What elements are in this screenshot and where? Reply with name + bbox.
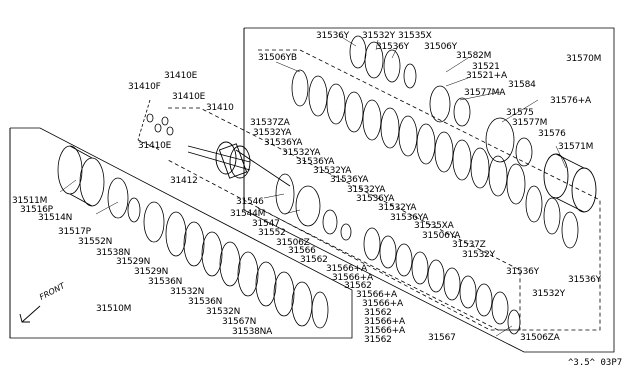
part-label-31536y: 31536Y: [506, 267, 539, 277]
part-label-31410e: 31410E: [138, 141, 172, 151]
part-label-31577ma: 31577MA: [464, 88, 506, 98]
part-label-31535xa: 31535XA: [414, 221, 454, 231]
snap-clips: [146, 113, 174, 136]
leader-lines: [59, 35, 567, 337]
clutch-discs-right: [291, 69, 579, 249]
front-arrow: [19, 305, 41, 323]
part-label-31562: 31562: [344, 281, 372, 291]
part-label-31536n: 31536N: [148, 277, 183, 287]
outline-right-assembly: [243, 27, 615, 353]
outline-right-inner-dashed: [257, 49, 601, 331]
part-label-31536ya: 31536YA: [264, 138, 303, 148]
part-label-31532y: 31532Y: [362, 31, 395, 41]
shaft-assembly: [187, 141, 291, 187]
part-label-31567n: 31567N: [222, 317, 257, 327]
part-label-31536n: 31536N: [188, 297, 223, 307]
part-label-31532ya: 31532YA: [313, 166, 352, 176]
part-label-31506ya: 31506YA: [422, 231, 461, 241]
part-label-31537za: 31537ZA: [250, 118, 290, 128]
part-label-31570m: 31570M: [566, 54, 602, 64]
part-label-31532ya: 31532YA: [378, 203, 417, 213]
part-label-31516p: 31516P: [20, 205, 53, 215]
part-label-31544m: 31544M: [230, 209, 266, 219]
part-label-31521: 31521: [472, 62, 500, 72]
part-label-31577m: 31577M: [512, 118, 548, 128]
diagram-code: ^3.5^ 03P7: [568, 358, 623, 368]
part-label-31584: 31584: [508, 80, 536, 90]
part-label-31410: 31410: [206, 103, 234, 113]
part-label-31532ya: 31532YA: [347, 185, 386, 195]
part-label-31506za: 31506ZA: [520, 333, 560, 343]
part-label-31552: 31552: [258, 228, 286, 238]
part-label-31566a: 31566+A: [364, 317, 405, 327]
part-label-31576: 31576: [538, 129, 566, 139]
part-label-31529n: 31529N: [134, 267, 169, 277]
part-label-31536y: 31536Y: [376, 42, 409, 52]
part-label-31506z: 31506Z: [276, 238, 310, 248]
part-label-31535x: 31535X: [398, 31, 432, 41]
part-label-31552n: 31552N: [78, 237, 113, 247]
part-label-31547: 31547: [252, 219, 280, 229]
part-label-31538na: 31538NA: [232, 327, 273, 337]
part-label-31546: 31546: [236, 197, 264, 207]
part-label-31566a: 31566+A: [332, 273, 373, 283]
part-label-31506yb: 31506YB: [258, 53, 297, 63]
part-label-31536ya: 31536YA: [330, 175, 369, 185]
part-label-31567: 31567: [428, 333, 456, 343]
part-label-31582m: 31582M: [456, 51, 492, 61]
part-label-31511m: 31511M: [12, 196, 48, 206]
part-label-31562: 31562: [300, 255, 328, 265]
part-label-31536ya: 31536YA: [390, 213, 429, 223]
part-label-31532n: 31532N: [206, 307, 241, 317]
part-label-31410e: 31410E: [172, 92, 206, 102]
part-label-31517p: 31517P: [58, 227, 91, 237]
part-label-31575: 31575: [506, 108, 534, 118]
part-label-31566a: 31566+A: [364, 326, 405, 336]
part-label-31532ya: 31532YA: [282, 148, 321, 158]
part-label-31562: 31562: [364, 308, 392, 318]
part-label-31537z: 31537Z: [452, 240, 486, 250]
part-label-31514n: 31514N: [38, 213, 73, 223]
part-label-31532y: 31532Y: [532, 289, 565, 299]
part-label-31566a: 31566+A: [356, 290, 397, 300]
part-label-31532n: 31532N: [170, 287, 205, 297]
part-label-31410f: 31410F: [128, 82, 161, 92]
part-label-31412: 31412: [170, 176, 198, 186]
part-label-31529n: 31529N: [116, 257, 151, 267]
left-discs: [57, 145, 329, 329]
part-label-31571m: 31571M: [558, 142, 594, 152]
part-label-31506y: 31506Y: [424, 42, 457, 52]
part-label-31532ya: 31532YA: [253, 128, 292, 138]
middle-discs: [275, 173, 521, 335]
part-label-31536y: 31536Y: [568, 275, 601, 285]
part-label-31532y: 31532Y: [462, 250, 495, 260]
part-label-31510m: 31510M: [96, 304, 132, 314]
part-label-31566: 31566: [288, 246, 316, 256]
part-label-31562: 31562: [364, 335, 392, 345]
outline-shaft-dashed: [167, 107, 521, 331]
part-label-31410e: 31410E: [164, 71, 198, 81]
part-label-31536ya: 31536YA: [356, 194, 395, 204]
drum-31571m: [543, 153, 597, 213]
part-label-31566a: 31566+A: [326, 264, 367, 274]
part-label-31576a: 31576+A: [550, 96, 591, 106]
part-label-31538n: 31538N: [96, 248, 131, 258]
part-label-31536y: 31536Y: [316, 31, 349, 41]
part-label-31521a: 31521+A: [466, 71, 507, 81]
part-label-31536ya: 31536YA: [296, 157, 335, 167]
part-label-31566a: 31566+A: [362, 299, 403, 309]
upper-rings: [349, 35, 533, 167]
